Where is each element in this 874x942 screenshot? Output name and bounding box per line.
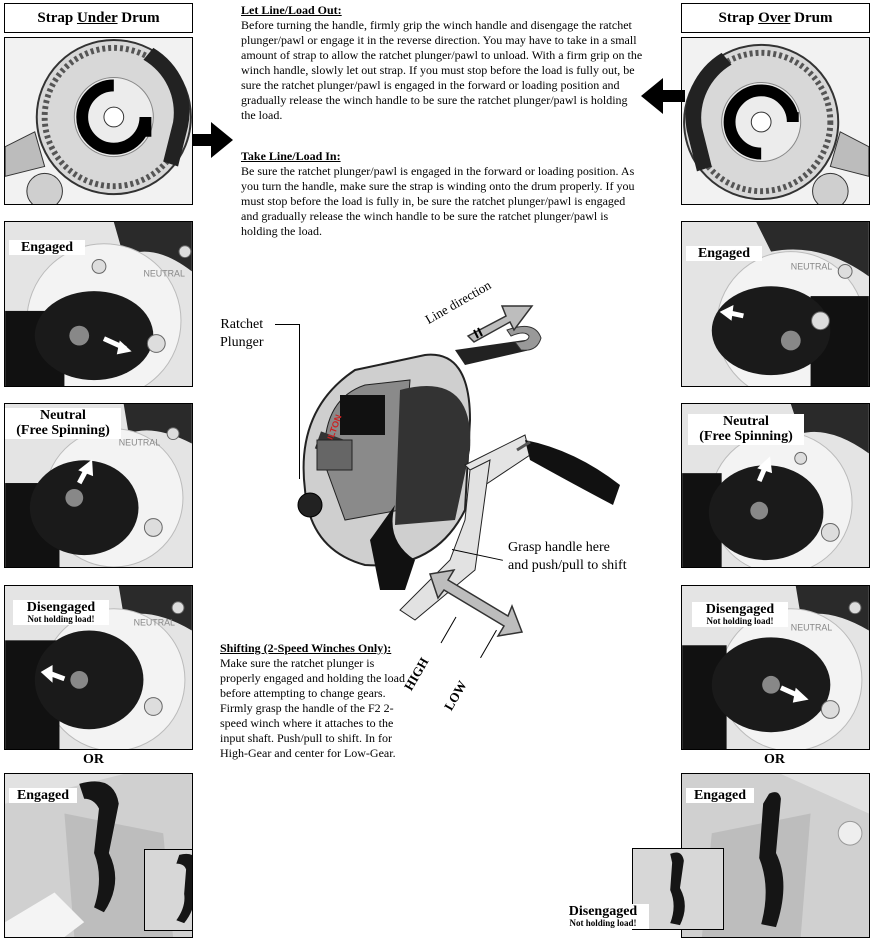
grasp-handle-label: Grasp handle here and push/pull to shift [508, 540, 627, 573]
arrow-right-icon [193, 122, 233, 158]
let-line-out-section: Let Line/Load Out: Before turning the ha… [241, 3, 643, 123]
right-engaged-image: NEUTRAL Engaged [681, 221, 870, 387]
let-line-out-heading: Let Line/Load Out: [241, 3, 342, 17]
right-disengaged-label: Disengaged Not holding load! [692, 602, 788, 628]
line-direction-arrow-icon [466, 305, 534, 343]
right-lever-engaged-label: Engaged [686, 788, 754, 804]
high-low-shift-arrow-icon [429, 568, 524, 638]
left-lever-disengaged-inset [144, 849, 192, 931]
ratchet-leader-line [275, 324, 299, 325]
right-or-label: OR [764, 752, 785, 767]
left-lever-engaged-label: Engaged [9, 788, 77, 804]
left-engaged-image: NEUTRAL Engaged [4, 221, 193, 387]
drum-under-illustration [5, 38, 192, 204]
svg-text:NEUTRAL: NEUTRAL [134, 618, 175, 628]
left-column-header: Strap Under Drum [4, 3, 193, 33]
left-lever-engaged-image: Engaged Disengaged Not holding load! [4, 773, 193, 938]
take-line-in-heading: Take Line/Load In: [241, 149, 341, 163]
left-disengaged-image: NEUTRAL Disengaged Not holding load! [4, 585, 193, 750]
take-line-in-section: Take Line/Load In: Be sure the ratchet p… [241, 149, 643, 239]
left-disengaged-label: Disengaged Not holding load! [13, 600, 109, 626]
drum-over-illustration [682, 38, 869, 204]
left-or-label: OR [83, 752, 104, 767]
strap-over-drum-image [681, 37, 870, 205]
left-engaged-label: Engaged [9, 240, 85, 256]
svg-text:NEUTRAL: NEUTRAL [791, 622, 832, 632]
ratchet-leader-line-vertical [299, 324, 300, 479]
right-lever-disengaged-label: Disengaged Not holding load! [557, 904, 649, 930]
shifting-section: Shifting (2-Speed Winches Only): Make su… [220, 641, 468, 761]
right-disengaged-image: NEUTRAL Disengaged Not holding load! [681, 585, 870, 750]
let-line-out-body: Before turning the handle, firmly grip t… [241, 18, 643, 122]
ratchet-plunger-label: Ratchet Plunger [220, 317, 264, 350]
strap-under-drum-image [4, 37, 193, 205]
svg-text:NEUTRAL: NEUTRAL [791, 261, 832, 271]
arrow-left-icon [641, 78, 685, 114]
right-column-header: Strap Over Drum [681, 3, 870, 33]
svg-text:NEUTRAL: NEUTRAL [119, 437, 160, 447]
right-neutral-image: Neutral (Free Spinning) [681, 403, 870, 568]
shifting-body: Make sure the ratchet plunger is properl… [220, 656, 405, 760]
winch-illustration: FULTON [297, 325, 620, 621]
right-neutral-label: Neutral (Free Spinning) [688, 414, 804, 445]
take-line-in-body: Be sure the ratchet plunger/pawl is enga… [241, 164, 635, 238]
shifting-heading: Shifting (2-Speed Winches Only): [220, 641, 392, 655]
left-neutral-label: Neutral (Free Spinning) [5, 408, 121, 439]
left-neutral-image: NEUTRAL Neutral (Free Spinning) [4, 403, 193, 568]
svg-text:NEUTRAL: NEUTRAL [143, 268, 184, 278]
right-engaged-label: Engaged [686, 246, 762, 262]
